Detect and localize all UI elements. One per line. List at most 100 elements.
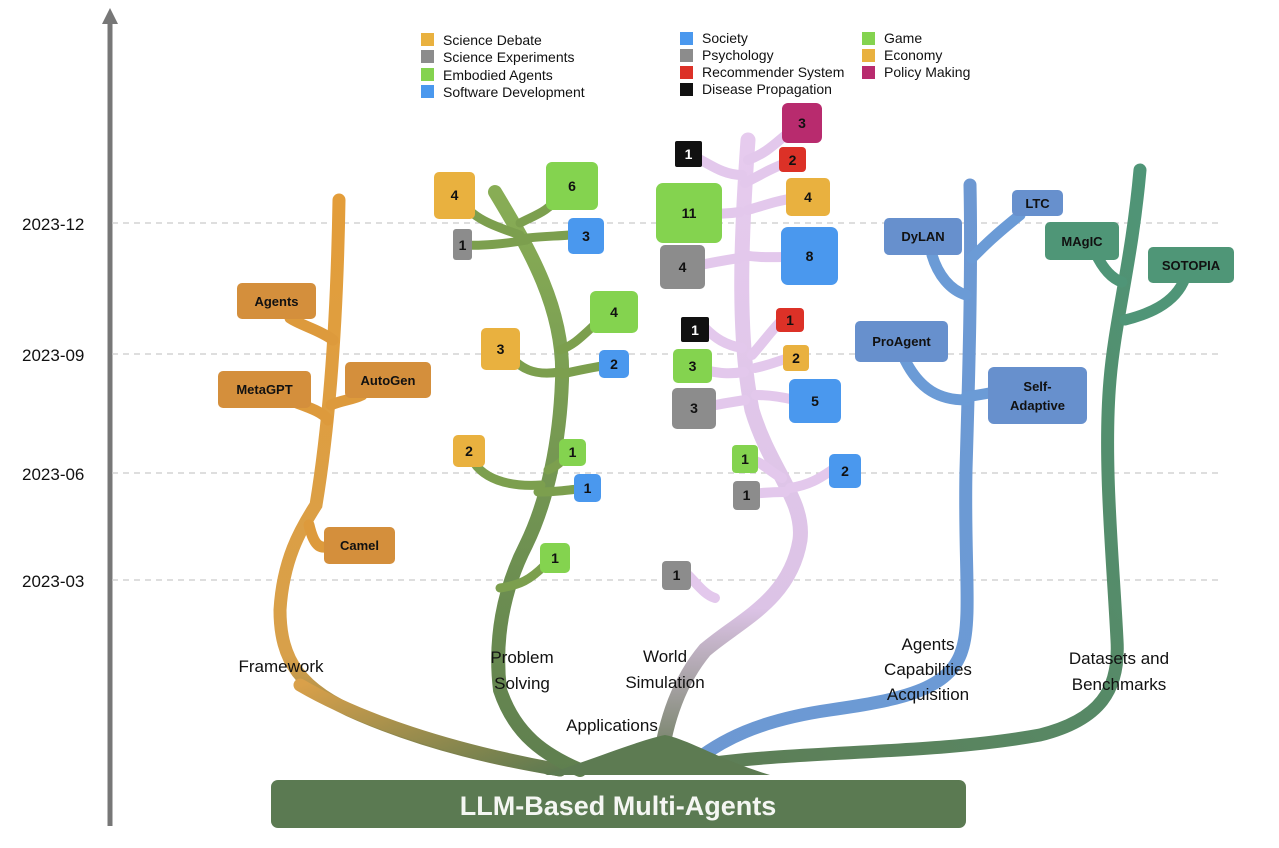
branch-label-problem-solving-line1: Problem bbox=[490, 648, 553, 667]
legend-swatch-recommender-system bbox=[680, 66, 693, 79]
framework-nodes: Agents MetaGPT AutoGen Camel bbox=[218, 283, 431, 564]
count-node-ws-recommender-2023-09 bbox=[776, 308, 804, 332]
count-node-ws-psychology-2023-06 bbox=[733, 481, 760, 510]
branch-label-datasets-line2: Benchmarks bbox=[1072, 675, 1166, 694]
count-node-ws-psychology-2023-12-label: 4 bbox=[679, 259, 687, 275]
legend-label-disease-propagation: Disease Propagation bbox=[702, 81, 832, 97]
count-node-ps-experiments-2023-12 bbox=[453, 229, 472, 260]
legend-label-society: Society bbox=[702, 30, 748, 46]
cap-node-self-adaptive-label-line2: Adaptive bbox=[1010, 398, 1065, 413]
count-node-ws-psychology-2023-06-label: 1 bbox=[743, 487, 751, 503]
count-node-ps-software-2023-12-label: 3 bbox=[582, 228, 590, 244]
framework-node-camel bbox=[324, 527, 395, 564]
count-node-ps-software-2023-09 bbox=[599, 350, 629, 378]
count-node-ps-embodied-2023-03 bbox=[540, 543, 570, 573]
count-node-ws-psychology-2023-12 bbox=[660, 245, 705, 289]
branch-label-capabilities-line2: Capabilities bbox=[884, 660, 972, 679]
count-node-ps-debate-2023-09-label: 3 bbox=[497, 341, 505, 357]
cap-node-dylan bbox=[884, 218, 962, 255]
branch-label-problem-solving-line2: Solving bbox=[494, 674, 550, 693]
legend-label-psychology: Psychology bbox=[702, 47, 774, 63]
world-simulation-nodes: 1 1 1 2 1 1 3 2 3 5 3 1 2 11 4 4 8 bbox=[656, 103, 861, 590]
count-node-ps-embodied-2023-06-label: 1 bbox=[569, 444, 577, 460]
dataset-node-sotopia bbox=[1148, 247, 1234, 283]
cap-node-self-adaptive bbox=[988, 367, 1087, 424]
count-node-ws-economy-2023-12 bbox=[786, 178, 830, 216]
cap-node-proagent-label: ProAgent bbox=[872, 334, 931, 349]
legend-label-recommender-system: Recommender System bbox=[702, 64, 844, 80]
root-title: LLM-Based Multi-Agents bbox=[460, 791, 777, 821]
legend-label-science-debate: Science Debate bbox=[443, 32, 542, 48]
legend-label-game: Game bbox=[884, 30, 922, 46]
count-node-ws-psychology-2023-09 bbox=[672, 388, 716, 429]
count-node-ws-economy-2023-09-label: 2 bbox=[792, 350, 800, 366]
legend-label-software-development: Software Development bbox=[443, 84, 585, 100]
legend-label-policy-making: Policy Making bbox=[884, 64, 970, 80]
framework-node-metagpt bbox=[218, 371, 311, 408]
count-node-ps-debate-2023-06-label: 2 bbox=[465, 443, 473, 459]
legend-label-science-experiments: Science Experiments bbox=[443, 49, 575, 65]
legend-label-embodied-agents: Embodied Agents bbox=[443, 67, 553, 83]
branch-label-capabilities-line3: Acquisition bbox=[887, 685, 969, 704]
branch-label-framework: Framework bbox=[238, 657, 324, 676]
framework-node-agents bbox=[237, 283, 316, 319]
framework-node-agents-label: Agents bbox=[254, 294, 298, 309]
count-node-ps-embodied-2023-06 bbox=[559, 439, 586, 466]
legend-swatch-economy bbox=[862, 49, 875, 62]
root-base: LLM-Based Multi-Agents bbox=[271, 735, 966, 828]
framework-node-metagpt-label: MetaGPT bbox=[236, 382, 292, 397]
legend-swatch-embodied-agents bbox=[421, 68, 434, 81]
branch-label-applications: Applications bbox=[566, 716, 658, 735]
dataset-node-magic-label: MAgIC bbox=[1061, 234, 1103, 249]
legend-swatch-science-experiments bbox=[421, 50, 434, 63]
legend: Science Debate Science Experiments Embod… bbox=[421, 30, 970, 100]
count-node-ws-game-2023-06 bbox=[732, 445, 758, 473]
tick-label-2023-09: 2023-09 bbox=[22, 346, 84, 365]
count-node-ws-psychology-2023-03 bbox=[662, 561, 691, 590]
count-node-ws-game-2023-09-label: 3 bbox=[689, 358, 697, 374]
dataset-node-sotopia-label: SOTOPIA bbox=[1162, 258, 1221, 273]
count-node-ws-disease-2023-09 bbox=[681, 317, 709, 342]
count-node-ps-software-2023-12 bbox=[568, 218, 604, 254]
count-node-ws-psychology-2023-09-label: 3 bbox=[690, 400, 698, 416]
legend-swatch-society bbox=[680, 32, 693, 45]
count-node-ws-society-2023-09 bbox=[789, 379, 841, 423]
cap-node-self-adaptive-label-line1: Self- bbox=[1023, 379, 1051, 394]
count-node-ws-policy-2023-12 bbox=[782, 103, 822, 143]
count-node-ws-society-2023-06 bbox=[829, 454, 861, 488]
framework-node-camel-label: Camel bbox=[340, 538, 379, 553]
count-node-ws-society-2023-12-label: 8 bbox=[806, 248, 814, 264]
count-node-ps-debate-2023-12 bbox=[434, 172, 475, 219]
count-node-ws-economy-2023-09 bbox=[783, 345, 809, 371]
count-node-ws-psychology-2023-03-label: 1 bbox=[673, 567, 681, 583]
branch-label-world-simulation-line1: World bbox=[643, 647, 687, 666]
legend-swatch-disease-propagation bbox=[680, 83, 693, 96]
capabilities-nodes: DyLAN LTC ProAgent Self- Adaptive bbox=[855, 190, 1087, 424]
count-node-ws-recommender-2023-09-label: 1 bbox=[786, 312, 794, 328]
cap-node-ltc-label: LTC bbox=[1025, 196, 1050, 211]
branch-label-datasets-line1: Datasets and bbox=[1069, 649, 1169, 668]
legend-swatch-software-development bbox=[421, 85, 434, 98]
dataset-node-magic bbox=[1045, 222, 1119, 260]
count-node-ps-software-2023-06 bbox=[574, 474, 601, 502]
branch-label-capabilities-line1: Agents bbox=[902, 635, 955, 654]
count-node-ws-game-2023-12-label: 11 bbox=[682, 205, 697, 221]
count-node-ps-embodied-2023-12-label: 6 bbox=[568, 178, 576, 194]
time-axis bbox=[102, 8, 118, 826]
root-node bbox=[271, 780, 966, 828]
count-node-ws-recommender-2023-12 bbox=[779, 147, 806, 172]
problem-solving-nodes: 1 2 1 1 3 4 2 4 6 1 3 bbox=[434, 162, 638, 573]
count-node-ws-disease-2023-12-label: 1 bbox=[685, 146, 693, 162]
count-node-ws-game-2023-12 bbox=[656, 183, 722, 243]
count-node-ws-economy-2023-12-label: 4 bbox=[804, 189, 812, 205]
branch-label-world-simulation-line2: Simulation bbox=[625, 673, 704, 692]
tick-label-2023-06: 2023-06 bbox=[22, 465, 84, 484]
count-node-ws-policy-2023-12-label: 3 bbox=[798, 115, 806, 131]
tick-label-2023-12: 2023-12 bbox=[22, 215, 84, 234]
count-node-ws-society-2023-06-label: 2 bbox=[841, 463, 849, 479]
count-node-ps-software-2023-06-label: 1 bbox=[584, 480, 592, 496]
legend-label-economy: Economy bbox=[884, 47, 942, 63]
count-node-ps-debate-2023-12-label: 4 bbox=[451, 187, 459, 203]
legend-swatch-game bbox=[862, 32, 875, 45]
